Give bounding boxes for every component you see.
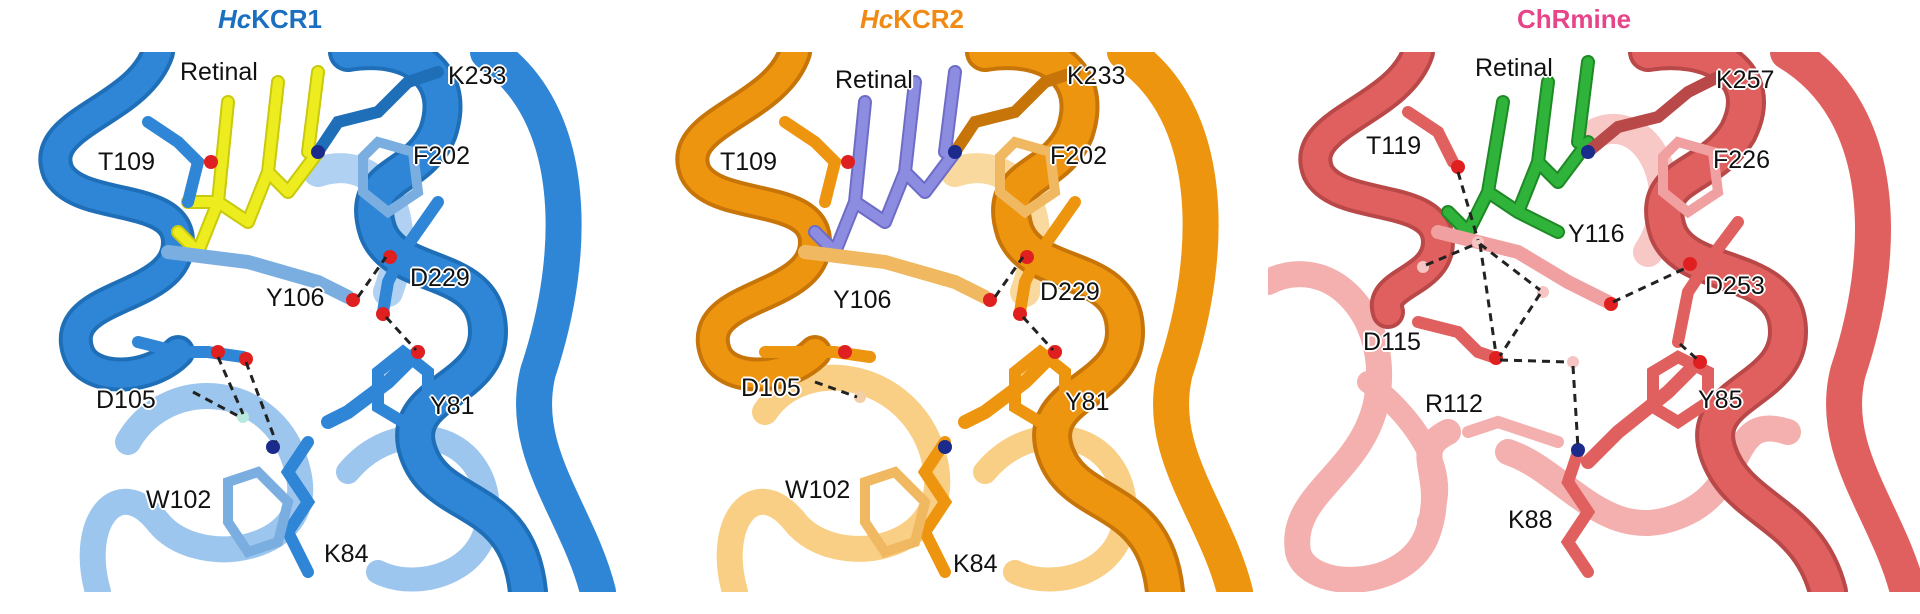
label-t109: T109 [720, 148, 777, 176]
label-y116: Y116 [1568, 220, 1625, 248]
label-k84: K84 [953, 550, 998, 578]
structure-panel-hckcr1: Retinal K233 T109 F202 D229 Y106 D105 Y8… [18, 52, 618, 592]
label-y81: Y81 [430, 392, 475, 420]
title-text: ChRmine [1516, 4, 1632, 34]
label-d105: D105 [96, 386, 156, 414]
label-k84: K84 [324, 540, 369, 568]
label-d229: D229 [410, 264, 470, 292]
ribbon-structure-hckcr2 [675, 52, 1253, 592]
ribbon-structure-chrmine [1268, 52, 1920, 592]
label-d253: D253 [1705, 272, 1765, 300]
label-y106: Y106 [833, 286, 892, 314]
title-italic: Hc [217, 4, 252, 34]
label-f202: F202 [1050, 142, 1107, 170]
label-w102: W102 [146, 486, 212, 514]
panel-title-chrmine: ChRmine [1424, 4, 1724, 35]
label-y106: Y106 [266, 284, 325, 312]
ribbon-structure-hckcr1 [38, 52, 616, 592]
label-t119: T119 [1366, 132, 1422, 160]
label-y81: Y81 [1065, 388, 1110, 416]
label-k257: K257 [1716, 66, 1775, 94]
label-y85: Y85 [1698, 386, 1743, 414]
panel-title-hckcr2: HcKCR2 [762, 4, 1062, 35]
title-rest: KCR2 [893, 4, 965, 34]
label-f202: F202 [413, 142, 470, 170]
label-retinal: Retinal [1475, 54, 1553, 82]
label-retinal: Retinal [180, 58, 258, 86]
structure-panel-chrmine: Retinal K257 T119 F226 Y116 D253 D115 R1… [1268, 52, 1920, 592]
label-d115: D115 [1363, 328, 1421, 356]
label-w102: W102 [785, 476, 851, 504]
label-f226: F226 [1713, 146, 1770, 174]
label-retinal: Retinal [835, 66, 913, 94]
label-k233: K233 [448, 62, 507, 90]
label-d105: D105 [741, 374, 801, 402]
title-italic: Hc [859, 4, 894, 34]
label-k233: K233 [1067, 62, 1126, 90]
label-k88: K88 [1508, 506, 1553, 534]
title-rest: KCR1 [251, 4, 323, 34]
label-t109: T109 [98, 148, 155, 176]
structure-panel-hckcr2: Retinal K233 T109 F202 D229 Y106 D105 Y8… [655, 52, 1255, 592]
panel-title-hckcr1: HcKCR1 [120, 4, 420, 35]
label-r112: R112 [1425, 390, 1483, 418]
label-d229: D229 [1040, 278, 1100, 306]
